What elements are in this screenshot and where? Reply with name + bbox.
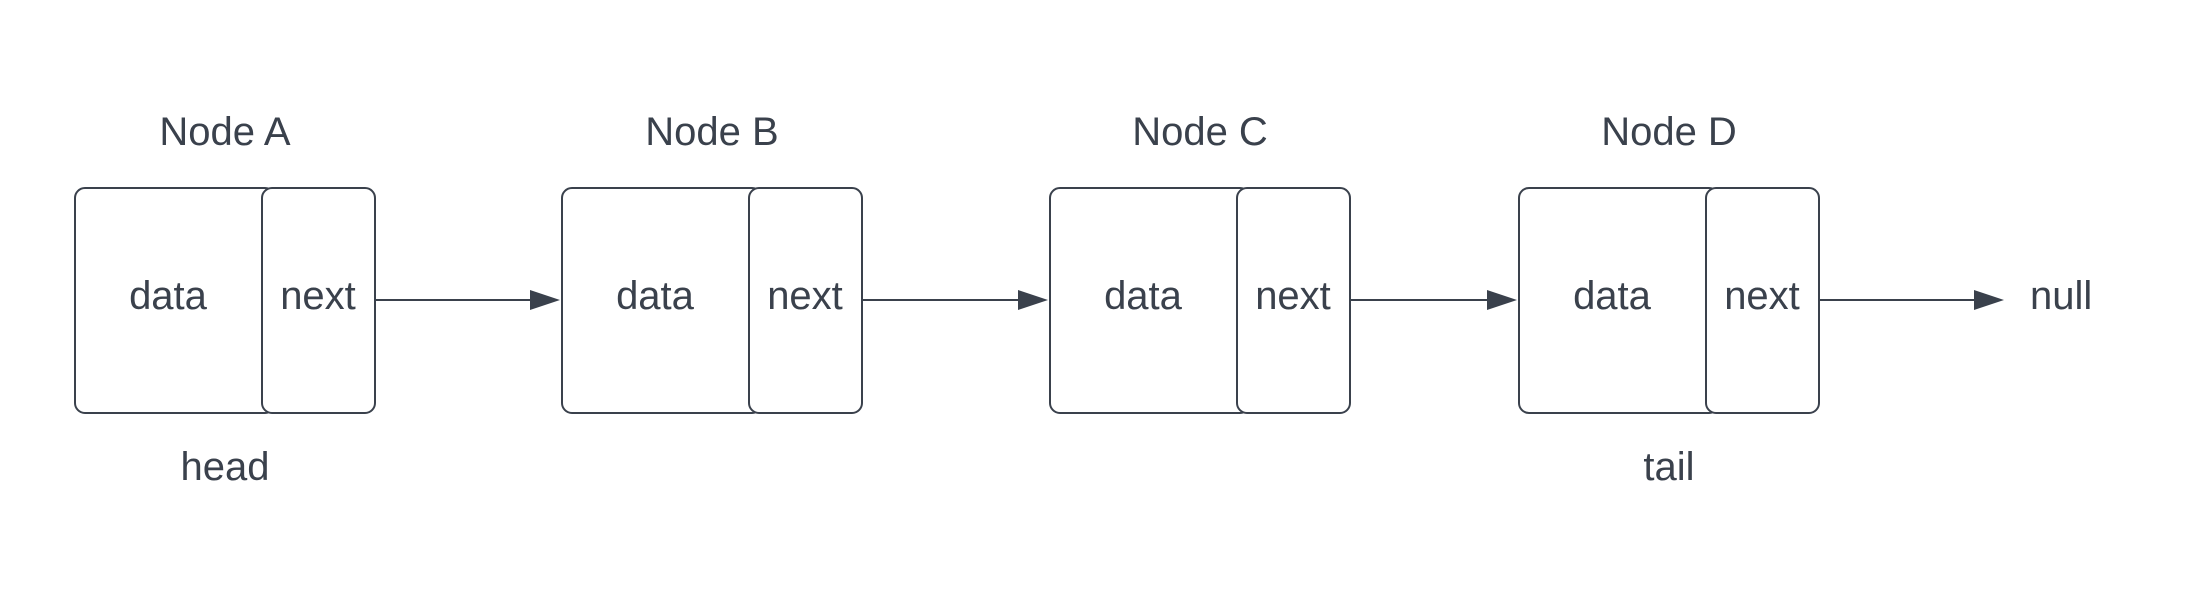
pointer-c-to-d-arrowhead <box>1487 290 1517 310</box>
node-c: Node C data next <box>1049 110 1351 414</box>
null-terminal-label: null <box>2030 274 2092 318</box>
pointer-a-to-b-arrowhead <box>530 290 560 310</box>
node-c-next-label: next <box>1255 274 1331 318</box>
node-b: Node B data next <box>561 110 863 414</box>
node-a-title: Node A <box>159 110 291 154</box>
pointer-c-to-d <box>1350 290 1517 310</box>
node-c-title: Node C <box>1132 110 1268 154</box>
node-a-next-label: next <box>280 274 356 318</box>
node-d-data-label: data <box>1573 274 1652 318</box>
node-b-title: Node B <box>645 110 778 154</box>
node-d-next-label: next <box>1724 274 1800 318</box>
node-b-data-label: data <box>616 274 695 318</box>
node-b-next-label: next <box>767 274 843 318</box>
pointer-d-to-null-arrowhead <box>1974 290 2004 310</box>
node-d: Node D data next tail <box>1518 110 1820 489</box>
node-a-data-label: data <box>129 274 208 318</box>
node-a: Node A data next head <box>74 110 376 489</box>
node-d-role-label: tail <box>1643 445 1694 489</box>
node-c-data-label: data <box>1104 274 1183 318</box>
node-d-title: Node D <box>1601 110 1737 154</box>
pointer-b-to-c-arrowhead <box>1018 290 1048 310</box>
pointer-b-to-c <box>862 290 1048 310</box>
pointer-a-to-b <box>375 290 560 310</box>
pointer-d-to-null <box>1819 290 2004 310</box>
node-a-role-label: head <box>181 445 270 489</box>
